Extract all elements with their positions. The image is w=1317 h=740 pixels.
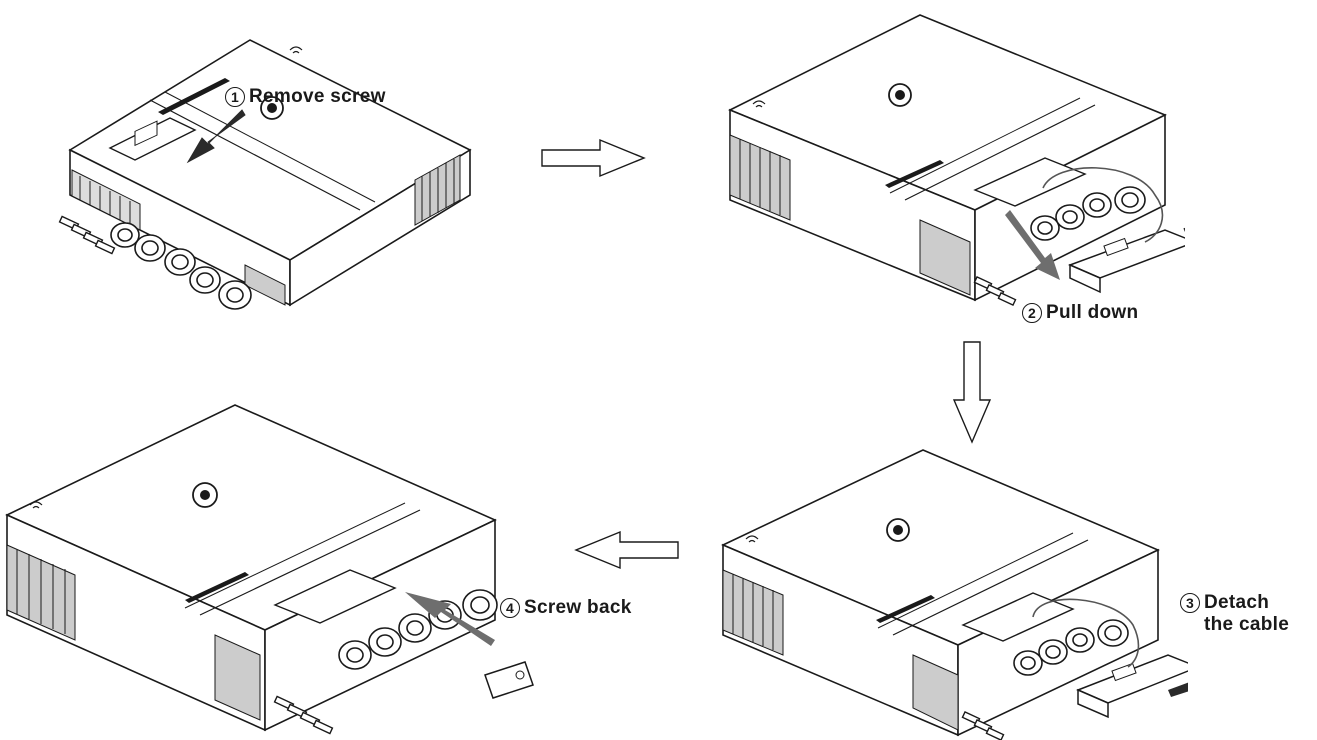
step-3-label: 3 Detach the cable: [1180, 592, 1289, 636]
step-4-label: 4 Screw back: [500, 597, 632, 619]
step-3-text-line-2: the cable: [1204, 614, 1290, 635]
step-1-label: 1 Remove screw: [225, 86, 386, 108]
step-3-number: 3: [1180, 593, 1200, 613]
inverter-panel-step-2: [728, 14, 1185, 307]
step-4-number: 4: [500, 598, 520, 618]
step-4-text: Screw back: [524, 597, 632, 618]
step-2-number: 2: [1022, 303, 1042, 323]
flow-arrow-left: [574, 530, 679, 570]
inverter-panel-step-4: [5, 404, 534, 735]
step-1-text: Remove screw: [249, 86, 386, 107]
inverter-panel-step-1: [58, 39, 472, 310]
step-3-text: Detach the cable: [1204, 592, 1289, 636]
wifi-icon: [289, 46, 303, 54]
step-2-text: Pull down: [1046, 302, 1139, 323]
step-1-number: 1: [225, 87, 245, 107]
step-3-text-line-1: Detach: [1204, 592, 1270, 613]
inverter-panel-step-3: [721, 449, 1188, 740]
flow-arrow-right: [541, 138, 646, 178]
step-2-label: 2 Pull down: [1022, 302, 1138, 324]
flow-arrow-down: [952, 341, 992, 444]
